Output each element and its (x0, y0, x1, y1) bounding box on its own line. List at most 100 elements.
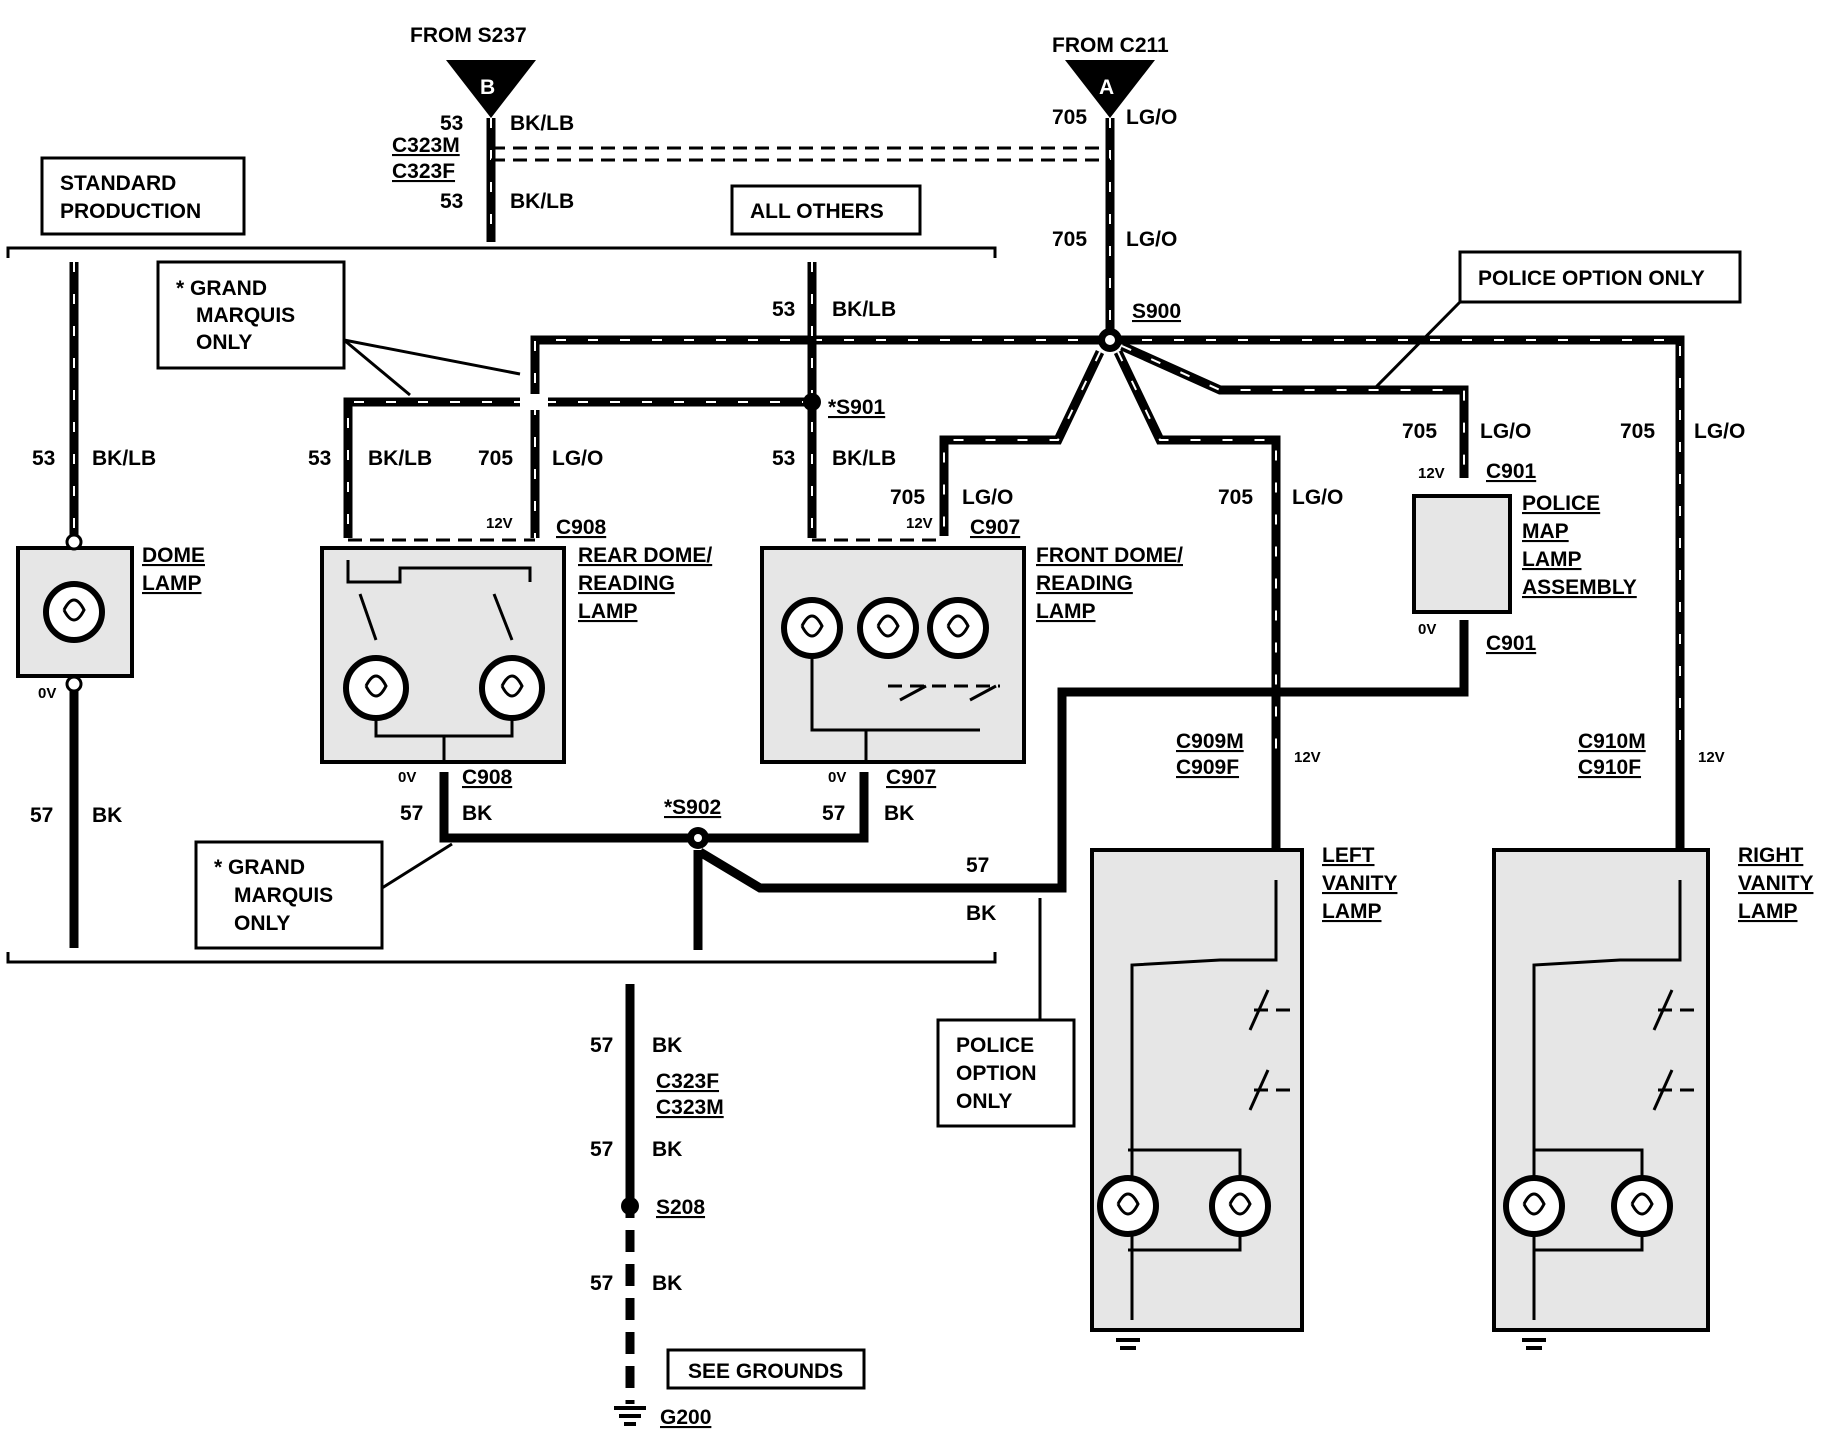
wire-num-53-top: 53 (440, 112, 463, 135)
bus-705-left (530, 335, 1110, 538)
svg-text:* GRAND: * GRAND (176, 277, 267, 300)
left-vanity-label-3: LAMP (1322, 900, 1382, 923)
police-map-label-4: ASSEMBLY (1522, 576, 1637, 599)
wire-num-57-front: 57 (822, 802, 845, 825)
police-map-label-3: LAMP (1522, 548, 1582, 571)
top-brace (6, 246, 997, 258)
branch-705-front (939, 350, 1105, 536)
input-b: B FROM S237 (410, 24, 536, 118)
wire-color-lgo-rvanity: LG/O (1694, 420, 1745, 443)
left-vanity-label-1: LEFT (1322, 844, 1375, 867)
left-vanity-lamp (1090, 848, 1304, 1350)
all-others-box: ALL OTHERS (730, 184, 922, 236)
wire-color-lgo-mid: LG/O (1126, 228, 1177, 251)
wire-color-lgo-rear: LG/O (552, 447, 603, 470)
rear-dome-label-2: READING (578, 572, 675, 595)
wire-color-bk-front: BK (884, 802, 914, 825)
ground-g200-symbol (614, 1406, 646, 1426)
bottom-brace (6, 952, 997, 964)
police-option-box-bottom: POLICE OPTION ONLY (936, 1018, 1076, 1128)
rear-dome-label-3: LAMP (578, 600, 638, 623)
dome-lamp (16, 533, 134, 693)
wire-num-53-dome: 53 (32, 447, 55, 470)
grand-marquis-box-top: * GRAND MARQUIS ONLY (156, 260, 346, 370)
wire-color-bk-rear: BK (462, 802, 492, 825)
right-vanity-label-2: VANITY (1738, 872, 1813, 895)
svg-text:ONLY: ONLY (956, 1090, 1012, 1113)
wire-num-53-others: 53 (772, 298, 795, 321)
connector-c901-top: C901 (1486, 460, 1537, 483)
right-vanity-label-3: LAMP (1738, 900, 1798, 923)
front-dome-label-1: FRONT DOME/ (1036, 544, 1183, 567)
wire-num-705-rvanity: 705 (1620, 420, 1655, 443)
police-map-12v: 12V (1418, 465, 1445, 482)
svg-text:OPTION: OPTION (956, 1062, 1037, 1085)
front-dome-12v: 12V (906, 515, 933, 532)
connector-c908-top: C908 (556, 516, 607, 539)
wire-num-705-top: 705 (1052, 106, 1087, 129)
wire-color-lgo-front: LG/O (962, 486, 1013, 509)
dome-lamp-label-1: DOME (142, 544, 205, 567)
connector-c909m: C909M (1176, 730, 1244, 753)
pointer-police-top (1373, 300, 1462, 390)
wire-num-57-rear: 57 (400, 802, 423, 825)
wire-color-bklb-top: BK/LB (510, 112, 574, 135)
connector-c907-top: C907 (970, 516, 1020, 539)
svg-text:SEE GROUNDS: SEE GROUNDS (688, 1360, 843, 1383)
wire-color-bklb-others: BK/LB (832, 298, 896, 321)
wire-color-bk-g2: BK (652, 1138, 682, 1161)
bus-705-right (1110, 335, 1685, 755)
front-dome-label-3: LAMP (1036, 600, 1096, 623)
connector-c910f: C910F (1578, 756, 1641, 779)
wire-color-bklb-mid: BK/LB (510, 190, 574, 213)
connector-c908-bottom: C908 (462, 766, 513, 789)
svg-text:ALL OTHERS: ALL OTHERS (750, 200, 884, 223)
wire-color-bklb-dome: BK/LB (92, 447, 156, 470)
branch-705-left-vanity (1113, 350, 1281, 755)
input-a-label: FROM C211 (1052, 34, 1169, 57)
wire-num-57-dome: 57 (30, 804, 53, 827)
svg-text:ONLY: ONLY (196, 331, 252, 354)
police-ground-wire (697, 620, 1469, 893)
svg-text:MARQUIS: MARQUIS (196, 304, 295, 327)
connector-c910m: C910M (1578, 730, 1646, 753)
splice-s902-label: *S902 (664, 796, 721, 819)
connector-c323m-top: C323M (392, 134, 460, 157)
wire-num-57-police: 57 (966, 854, 989, 877)
wire-num-705-mid: 705 (1052, 228, 1087, 251)
front-dome-lamp (760, 538, 1026, 764)
right-vanity-lamp (1492, 848, 1710, 1350)
left-vanity-12v: 12V (1294, 749, 1321, 766)
wire-color-bklb-front: BK/LB (832, 447, 896, 470)
front-dome-0v: 0V (828, 769, 846, 786)
input-a-letter: A (1099, 76, 1114, 99)
wire-color-bk-g1: BK (652, 1034, 682, 1057)
wire-color-lgo-police: LG/O (1480, 420, 1531, 443)
dome-lamp-0v: 0V (38, 685, 56, 702)
svg-text:ONLY: ONLY (234, 912, 290, 935)
standard-production-box: STANDARD PRODUCTION (40, 156, 246, 236)
left-vanity-label-2: VANITY (1322, 872, 1397, 895)
connector-c323f-top: C323F (392, 160, 455, 183)
wire-num-57-g1: 57 (590, 1034, 613, 1057)
wire-color-bklb-rear: BK/LB (368, 447, 432, 470)
dome-lamp-label-2: LAMP (142, 572, 202, 595)
bus-gap (520, 394, 548, 410)
wire-color-bk-dome: BK (92, 804, 122, 827)
wire-num-705-front: 705 (890, 486, 925, 509)
wire-num-53-rear: 53 (308, 447, 331, 470)
wire-num-705-lvanity: 705 (1218, 486, 1253, 509)
wire-color-lgo-top: LG/O (1126, 106, 1177, 129)
police-option-box-top: POLICE OPTION ONLY (1458, 250, 1742, 304)
police-map-label-2: MAP (1522, 520, 1569, 543)
input-a: A FROM C211 (1052, 34, 1169, 118)
wire-num-57-g3: 57 (590, 1272, 613, 1295)
svg-text:* GRAND: * GRAND (214, 856, 305, 879)
pointer-gm-1 (343, 338, 411, 397)
wire-num-53-mid: 53 (440, 190, 463, 213)
wire-num-705-police: 705 (1402, 420, 1437, 443)
connector-c907-bottom: C907 (886, 766, 936, 789)
rear-dome-0v: 0V (398, 769, 416, 786)
splice-s900-label: S900 (1132, 300, 1181, 323)
input-b-label: FROM S237 (410, 24, 527, 47)
